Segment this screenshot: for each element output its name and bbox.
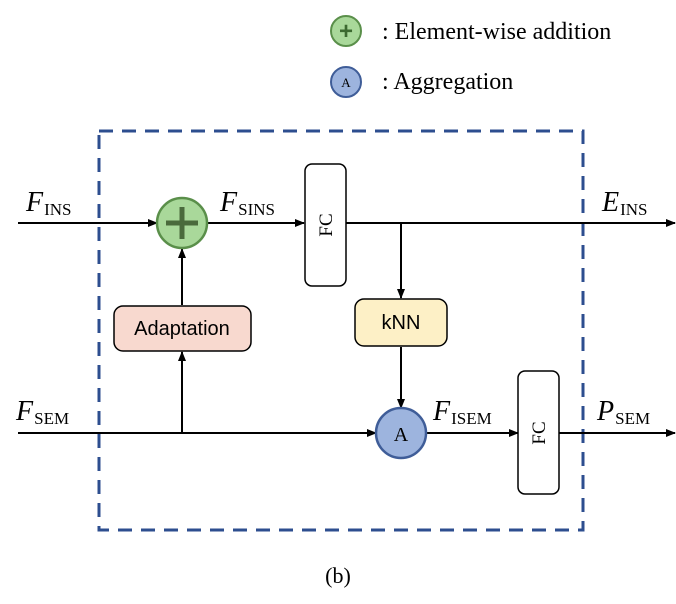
knn-box: [354, 298, 448, 347]
legend-aggregation-icon: [330, 66, 362, 98]
legend-add-symbol: +: [339, 18, 353, 45]
legend: + : Element-wise addition A : Aggregatio…: [330, 15, 611, 98]
variable-labels: FINS FSINS EINS FSEM FISEM PSEM: [15, 187, 650, 428]
knn-label: kNN: [382, 312, 421, 334]
fc-bottom-box: [517, 370, 560, 495]
label-f-ins: FINS: [25, 187, 72, 219]
adaptation-label: Adaptation: [134, 318, 230, 340]
label-p-sem: PSEM: [596, 396, 650, 428]
label-e-ins: EINS: [601, 187, 648, 219]
figure-caption: (b): [325, 563, 351, 588]
fc-bottom-node: FC: [517, 370, 560, 495]
addition-node: [155, 196, 209, 250]
fc-bottom-label: FC: [529, 421, 550, 444]
connections: [18, 219, 676, 437]
legend-add-icon: [330, 15, 362, 47]
fc-top-box: [304, 163, 347, 287]
legend-agg-label: : Aggregation: [382, 69, 513, 95]
knn-node: kNN: [354, 298, 448, 347]
fc-top-label: FC: [316, 213, 337, 236]
aggregation-icon: [374, 406, 428, 460]
fc-top-node: FC: [304, 163, 347, 287]
aggregation-symbol: A: [394, 424, 409, 446]
adaptation-box: [113, 305, 252, 352]
legend-agg-symbol: A: [341, 75, 351, 90]
label-f-isem: FISEM: [432, 396, 492, 428]
label-f-sem: FSEM: [15, 396, 69, 428]
module-frame: [97, 129, 585, 532]
label-f-sins: FSINS: [219, 187, 275, 219]
adaptation-node: Adaptation: [113, 305, 252, 352]
aggregation-node: A: [374, 406, 428, 460]
legend-add-label: : Element-wise addition: [382, 19, 611, 45]
